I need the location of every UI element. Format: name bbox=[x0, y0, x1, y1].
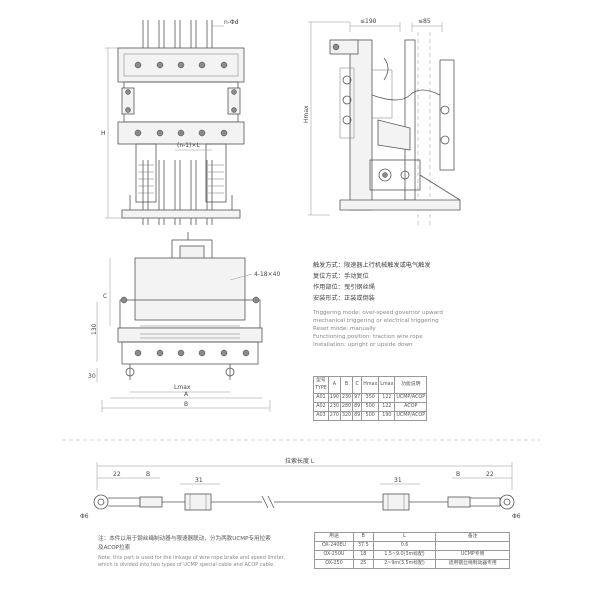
table-row: OX-240EU 37.5 0.6 bbox=[314, 541, 510, 551]
spec-en-line: Functioning position: traction wire rope bbox=[313, 334, 423, 340]
table-header: C bbox=[352, 376, 363, 394]
table-cell: UCMP/ACOP bbox=[394, 411, 428, 421]
label-c: C bbox=[103, 293, 107, 300]
table-cell: UCMP/ACOP bbox=[394, 393, 428, 403]
table-header: B bbox=[339, 376, 354, 394]
spec-en-line: Reset mode: manually bbox=[313, 326, 376, 332]
front-view bbox=[105, 20, 245, 225]
table-cell: 500 bbox=[361, 402, 380, 412]
spec-cn-line: 复位方式：手动复位 bbox=[313, 273, 369, 280]
label-hole: 4-18×40 bbox=[254, 271, 280, 278]
table-row: A03 270 320 89 500 190 UCMP/ACOP bbox=[313, 411, 428, 421]
label-b-left: B bbox=[146, 471, 150, 478]
table-cell: A01 bbox=[313, 393, 329, 403]
table-header: 功能说明 bbox=[394, 376, 428, 394]
label-b-right: B bbox=[456, 471, 460, 478]
label-hmax: Hmax bbox=[303, 105, 310, 123]
table-cell: 230 bbox=[327, 402, 341, 412]
table-header: B bbox=[352, 532, 374, 542]
table-cell bbox=[435, 541, 510, 551]
note-cn-1: 注：本件以用于钢丝绳制动器与限速器联动，分为两款UCMP专用拉索 bbox=[98, 536, 271, 542]
table-header: L bbox=[372, 532, 437, 542]
label-22-left: 22 bbox=[113, 471, 121, 478]
label-22-right: 22 bbox=[486, 471, 494, 478]
side-view bbox=[308, 21, 461, 225]
table-cell: 1.5~9.0(3m标配) bbox=[372, 550, 437, 560]
table-row: A02 230 280 89 500 122 ACOP bbox=[313, 402, 428, 412]
table-cell: 2~9m(3.5m标配) bbox=[372, 559, 437, 569]
table-cell: 0.6 bbox=[372, 541, 437, 551]
table-row: OX-250U 18 1.5~9.0(3m标配) UCMP专用 bbox=[314, 550, 510, 560]
spec-cn-line: 触发方式：限速器上行机械触发或电气触发 bbox=[313, 262, 431, 269]
table-cell: 350 bbox=[361, 393, 380, 403]
table-cell: OX-250U bbox=[314, 550, 354, 560]
table-header: Hmax bbox=[361, 376, 380, 394]
table-cell: 500 bbox=[361, 411, 380, 421]
table-cell: ACOP bbox=[394, 402, 428, 412]
note-en-2: which is divided into two types of UCMP … bbox=[98, 562, 275, 568]
table-header: 用途 bbox=[314, 532, 354, 542]
table-cell: 320 bbox=[339, 411, 354, 421]
label-s85: ≤85 bbox=[418, 18, 431, 25]
label-30: 30 bbox=[88, 373, 96, 380]
table-cell: 280 bbox=[339, 402, 354, 412]
table-cell: OX-240EU bbox=[314, 541, 354, 551]
table-header: 备注 bbox=[435, 532, 510, 542]
table-cell: 89 bbox=[352, 411, 363, 421]
label-lmax: Lmax bbox=[174, 384, 191, 391]
label-phi6-right: Φ6 bbox=[512, 513, 521, 520]
table-cell: 适用钢丝绳制动器专用 bbox=[435, 559, 510, 569]
table-cell: 190 bbox=[327, 393, 341, 403]
label-cable-length: 拉索长度 L bbox=[285, 457, 315, 465]
table-cell: UCMP专用 bbox=[435, 550, 510, 560]
table-cell: 25 bbox=[352, 559, 374, 569]
cable-spec-table: 用途 B L 备注 OX-240EU 37.5 0.6 OX-250U 18 1… bbox=[314, 532, 510, 569]
table-cell: 122 bbox=[378, 393, 396, 403]
label-31-left: 31 bbox=[195, 477, 203, 484]
table-cell: A03 bbox=[313, 411, 329, 421]
table-cell: A02 bbox=[313, 402, 329, 412]
label-n-phi-d: n-Φd bbox=[224, 19, 239, 26]
label-h: H bbox=[101, 130, 106, 137]
table-cell: 18 bbox=[352, 550, 374, 560]
spec-en-line: Triggering mode: over-speed governor upw… bbox=[313, 310, 443, 316]
label-31-right: 31 bbox=[394, 477, 402, 484]
table-cell: 230 bbox=[339, 393, 354, 403]
note-cn-2: 及ACOP拉索 bbox=[98, 545, 131, 551]
label-phi6-left: Φ6 bbox=[80, 513, 89, 520]
label-a: A bbox=[184, 391, 189, 398]
spec-cn-line: 作用部位：曳引钢丝绳 bbox=[313, 284, 375, 291]
table-cell: 190 bbox=[378, 411, 396, 421]
table-cell: 122 bbox=[378, 402, 396, 412]
table-cell: 37.5 bbox=[352, 541, 374, 551]
spec-en-line: Installation: upright or upside down bbox=[313, 342, 413, 348]
spec-en-line: mechanical triggering or electrical trig… bbox=[313, 318, 439, 324]
table-header: Lmax bbox=[378, 376, 396, 394]
table-row: A01 190 230 97 350 122 UCMP/ACOP bbox=[313, 393, 428, 403]
spec-cn-line: 安装形式：正装或倒装 bbox=[313, 295, 375, 302]
table-header: A bbox=[327, 376, 341, 394]
table-cell: OX-250 bbox=[314, 559, 354, 569]
table-header-row: 用途 B L 备注 bbox=[314, 532, 510, 542]
label-b: B bbox=[184, 401, 188, 408]
table-cell: 270 bbox=[327, 411, 341, 421]
note-en-1: Note: this part is used for the linkage … bbox=[98, 555, 286, 561]
cable-drawing bbox=[93, 462, 515, 511]
table-cell: 89 bbox=[352, 402, 363, 412]
label-pitch: (n-1)×L bbox=[177, 142, 200, 149]
label-130: 130 bbox=[91, 323, 98, 335]
plan-view bbox=[96, 232, 271, 412]
label-s190: ≤190 bbox=[360, 18, 377, 25]
table-row: OX-250 25 2~9m(3.5m标配) 适用钢丝绳制动器专用 bbox=[314, 559, 510, 569]
table-cell: 97 bbox=[352, 393, 363, 403]
